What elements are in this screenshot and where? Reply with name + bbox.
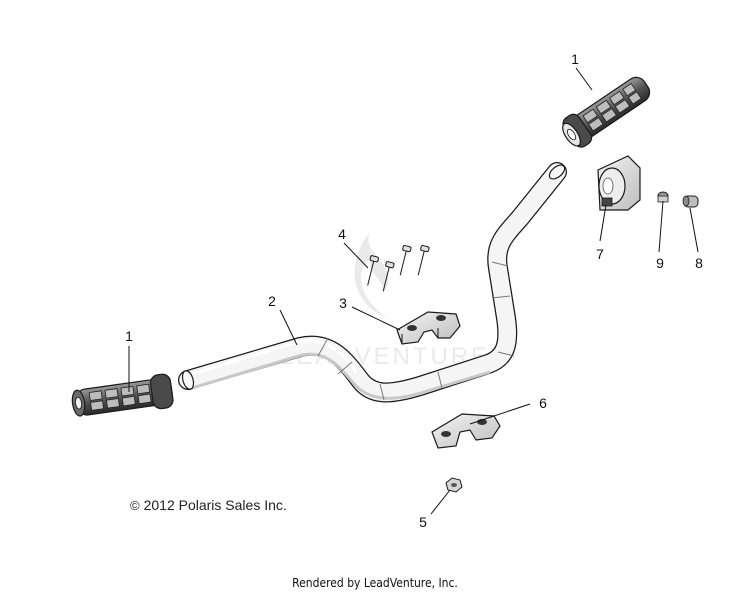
grip-left <box>71 373 174 417</box>
callout-handlebar: 2 <box>268 293 276 309</box>
handlebar <box>178 162 567 403</box>
upper-clamp <box>396 311 461 345</box>
callout-nut: 5 <box>419 514 427 530</box>
callout-throttle-block: 7 <box>596 246 604 262</box>
callout-bolts: 4 <box>338 226 346 242</box>
callout-upper-clamp: 3 <box>339 295 347 311</box>
throttle-block <box>597 155 641 211</box>
end-cap <box>682 195 699 208</box>
callout-grip-right: 1 <box>571 51 579 67</box>
grip-right <box>562 76 651 148</box>
copyright-icon: © <box>130 498 140 513</box>
callout-end-cap: 8 <box>695 255 703 271</box>
watermark-flame-icon <box>354 232 389 318</box>
callout-end-insert: 9 <box>656 255 664 271</box>
leader-lines <box>128 67 699 515</box>
copyright-notice: ©2012 Polaris Sales Inc. <box>130 497 287 513</box>
callout-grip-left: 1 <box>125 328 133 344</box>
copyright-text: 2012 Polaris Sales Inc. <box>143 497 287 513</box>
lower-clamp <box>431 413 501 449</box>
clamp-bolts <box>367 245 430 292</box>
footer-credit: Rendered by LeadVenture, Inc. <box>292 576 458 590</box>
callout-lower-clamp: 6 <box>539 395 547 411</box>
nut <box>445 477 463 493</box>
end-insert <box>657 191 669 203</box>
